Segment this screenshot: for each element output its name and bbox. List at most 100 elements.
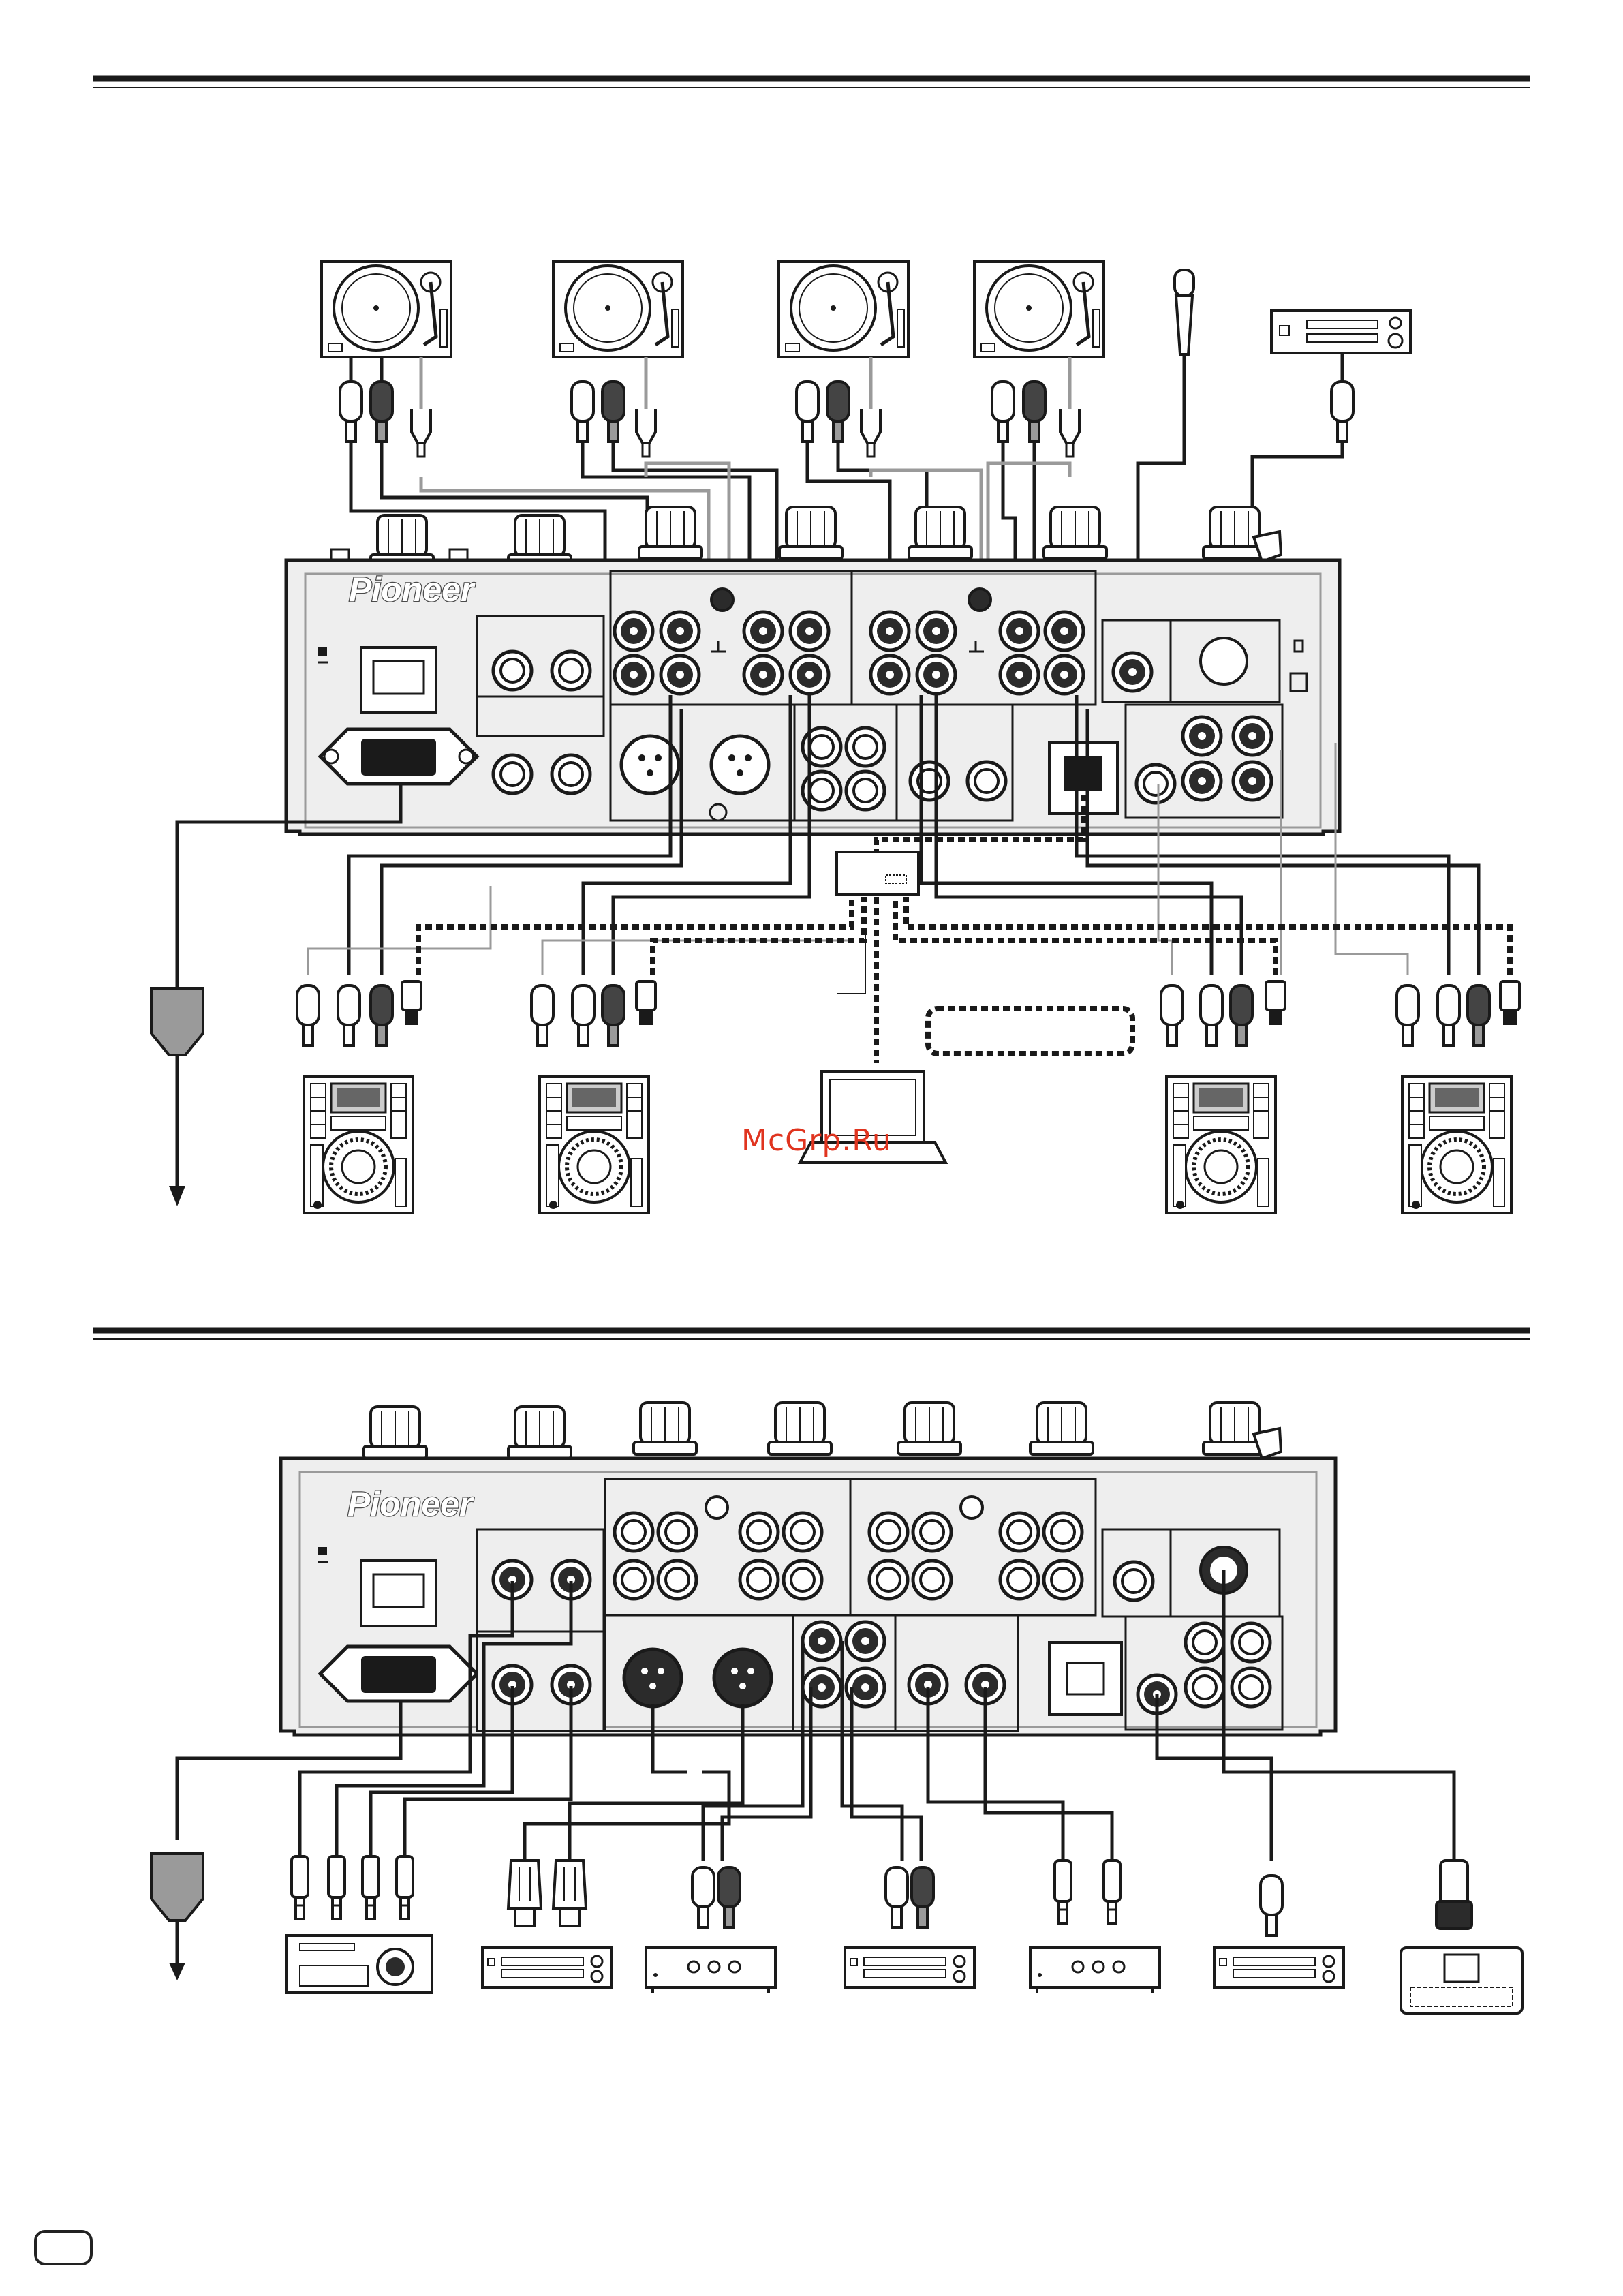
earth-spade-icon [412, 409, 431, 457]
mic-phone-jack [1113, 653, 1151, 691]
rca-plug-icon [1023, 382, 1045, 442]
rca-jack [1045, 612, 1083, 650]
rca-jack [917, 612, 955, 650]
xlr-plug-icon [508, 1861, 541, 1926]
network-hub-icon [837, 852, 918, 894]
rca-plug-icon [340, 382, 362, 442]
rca-jack [744, 656, 782, 694]
rca-plug-icon [718, 1867, 740, 1927]
lan-legend-box [928, 1009, 1132, 1054]
rca-jack [1233, 717, 1271, 755]
rca-plug-icon [912, 1867, 933, 1927]
rca-jack [846, 728, 884, 766]
earth-spade-icon [636, 409, 655, 457]
xlr-plug-icon [553, 1861, 586, 1926]
phone-jack [910, 762, 948, 800]
turntable-icon [779, 262, 908, 357]
midi-jack [1201, 638, 1247, 684]
rca-jack [846, 1622, 884, 1660]
phone-jack [493, 652, 531, 690]
rca-plug-icon [692, 1867, 714, 1927]
knob [1030, 1403, 1093, 1454]
lan-plug-icon [1266, 981, 1285, 1025]
rca-jack [744, 612, 782, 650]
rca-plug-icon [1261, 1876, 1282, 1935]
lan-plug-icon [1500, 981, 1519, 1025]
knob [779, 507, 842, 559]
brand-logo: Pioneer [347, 1485, 474, 1523]
knob [769, 1403, 831, 1454]
turntable-icon [322, 262, 451, 357]
phone-plug-icon [292, 1856, 308, 1919]
xlr-jack [714, 1649, 771, 1706]
rca-plug-icon [1231, 985, 1252, 1045]
rca-jack [1183, 717, 1221, 755]
rca-plug-icon [371, 985, 392, 1045]
cd-player-icon [540, 1077, 649, 1213]
rca-plug-icon [1161, 985, 1183, 1045]
phone-plug-icon [1055, 1861, 1071, 1923]
power-amplifier-icon [482, 1948, 612, 1987]
brand-logo: Pioneer [349, 570, 476, 609]
rca-jack [917, 656, 955, 694]
effector-icon [646, 1948, 775, 1993]
rca-plug-icon [297, 985, 319, 1045]
rca-plug-icon [602, 985, 624, 1045]
knob [898, 1403, 961, 1454]
phone-jack [552, 652, 590, 690]
knob [508, 1407, 571, 1458]
xlr-jack [711, 736, 769, 793]
turntable-icon [974, 262, 1104, 357]
rca-plug-icon [827, 382, 849, 442]
rca-plug-icon [886, 1867, 908, 1927]
knob [364, 1407, 427, 1458]
knob [1203, 507, 1266, 559]
rca-plug-icon [531, 985, 553, 1045]
cd-player-icon [1402, 1077, 1511, 1213]
phone-plug-icon [328, 1856, 345, 1919]
rca-jack [615, 656, 653, 694]
sampler-icon [286, 1935, 432, 1993]
microphone-icon [1175, 270, 1194, 354]
rca-jack [1000, 612, 1038, 650]
rca-jack [1045, 656, 1083, 694]
earth-spade-icon [1060, 409, 1079, 457]
rca-plug-icon [338, 985, 360, 1045]
rca-jack [1000, 656, 1038, 694]
mixer-rear-panel: Pioneer [286, 507, 1340, 834]
tuner-icon [1271, 311, 1410, 353]
rca-plug-icon [1331, 382, 1353, 442]
rca-plug-icon [572, 985, 594, 1045]
rca-jack [661, 656, 699, 694]
watermark-text: McGrp.Ru [741, 1123, 892, 1158]
knob [1044, 507, 1107, 559]
rca-jack [1186, 1623, 1224, 1662]
rca-jack [790, 656, 829, 694]
phone-jack [493, 755, 531, 793]
knob [909, 507, 972, 559]
effector-icon [1030, 1948, 1160, 1993]
rca-plug-icon [1201, 985, 1222, 1045]
lan-plug-icon [636, 981, 655, 1025]
mic-phone-jack [1115, 1562, 1153, 1600]
page-number-badge [34, 2230, 93, 2265]
lan-plug-icon [402, 981, 421, 1025]
rca-jack [871, 612, 909, 650]
rca-jack [846, 771, 884, 810]
rca-jack [871, 656, 909, 694]
rca-plug-icon [1397, 985, 1419, 1045]
rca-plug-icon [602, 382, 624, 442]
rca-plug-icon [371, 382, 392, 442]
rca-plug-icon [1438, 985, 1459, 1045]
rca-jack [1186, 1668, 1224, 1706]
xlr-jack [624, 1649, 681, 1706]
rca-plug-icon [572, 382, 593, 442]
rca-plug-icon [797, 382, 818, 442]
rca-jack [1232, 1623, 1270, 1662]
section-rule-top [93, 78, 1530, 87]
cd-player-icon [1166, 1077, 1276, 1213]
power-plug-icon [151, 1854, 203, 1980]
rca-jack [1183, 762, 1221, 800]
phone-plug-icon [1104, 1861, 1120, 1923]
earth-spade-icon [861, 409, 880, 457]
